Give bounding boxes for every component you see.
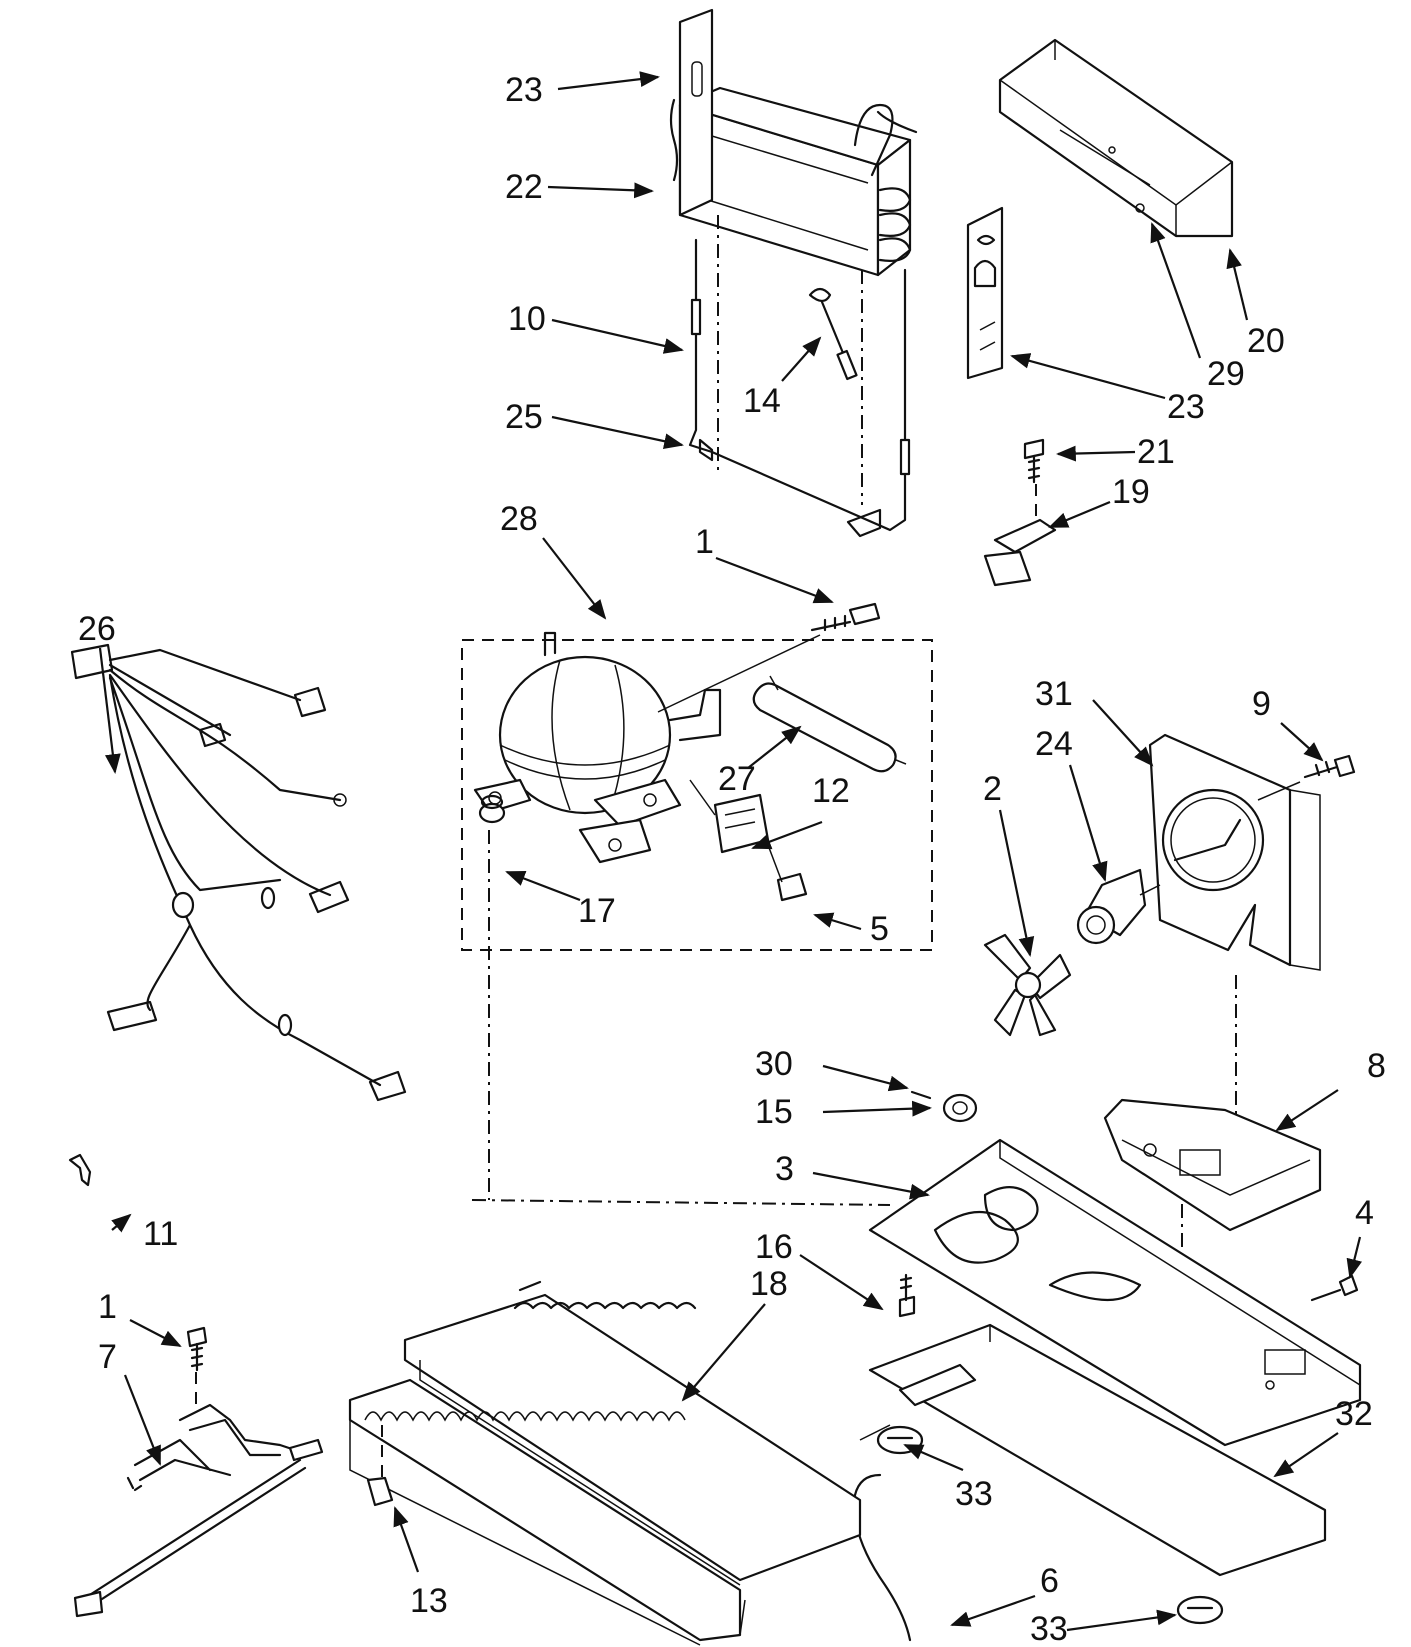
callout-12: 12 — [812, 772, 850, 810]
screw-1-lower — [186, 1326, 208, 1372]
callout-7: 7 — [98, 1338, 117, 1376]
callout-19: 19 — [1112, 473, 1150, 511]
callout-10: 10 — [508, 300, 546, 338]
condenser-clip — [366, 1476, 394, 1507]
callout-9: 9 — [1252, 685, 1271, 723]
drain-line-tube — [853, 1473, 912, 1642]
screw-16 — [898, 1273, 916, 1318]
callout-32: 32 — [1335, 1395, 1373, 1433]
base-plate — [868, 1138, 1362, 1447]
power-cord-harness — [73, 1403, 324, 1618]
leveling-foot-lower — [1176, 1595, 1224, 1625]
callout-5: 5 — [870, 910, 889, 948]
leader-lines — [98, 71, 1363, 1632]
overload-protector — [767, 844, 808, 902]
screw-4 — [1310, 1274, 1359, 1302]
harness-clip-11 — [68, 1153, 92, 1187]
drain-tube — [910, 1090, 932, 1100]
callout-31: 31 — [1035, 675, 1073, 713]
callout-15: 15 — [755, 1093, 793, 1131]
callout-22: 22 — [505, 168, 543, 206]
callout-11: 11 — [143, 1215, 178, 1253]
callout-27: 27 — [718, 760, 756, 798]
callout-13: 13 — [410, 1582, 448, 1620]
callout-4: 4 — [1355, 1194, 1374, 1232]
callout-6: 6 — [1040, 1562, 1059, 1600]
callout-20: 20 — [1247, 322, 1285, 360]
evaporator-assembly — [678, 86, 918, 277]
evaporator-side-bracket-left — [669, 8, 714, 217]
condenser-coil — [348, 1280, 891, 1646]
evaporator-side-bracket-right — [966, 206, 1004, 380]
callout-8: 8 — [1367, 1047, 1386, 1085]
condenser-fan-bracket — [1103, 1098, 1322, 1232]
callout-1-lower: 1 — [98, 1288, 117, 1326]
callout-23-top: 23 — [505, 71, 543, 109]
compressor — [473, 631, 722, 864]
fan-shroud — [1148, 733, 1321, 971]
fan-screw — [1303, 754, 1356, 779]
fan-blade — [983, 933, 1072, 1037]
callout-33-lower: 33 — [1030, 1610, 1068, 1647]
drain-pan — [868, 1323, 1327, 1577]
defrost-thermostat — [808, 287, 858, 381]
callout-17: 17 — [578, 892, 616, 930]
callout-14: 14 — [743, 382, 781, 420]
compressor-mount-grommet — [478, 794, 506, 824]
callout-18: 18 — [750, 1265, 788, 1303]
callout-16: 16 — [755, 1228, 793, 1266]
callout-28: 28 — [500, 500, 538, 538]
callout-21: 21 — [1137, 433, 1175, 471]
callout-1-top: 1 — [695, 523, 714, 561]
callout-3: 3 — [775, 1150, 794, 1188]
callout-23-right: 23 — [1167, 388, 1205, 426]
callout-26: 26 — [78, 610, 116, 648]
mounting-bracket-19 — [983, 518, 1057, 587]
callout-numbers: 23 22 10 14 25 28 1 20 29 23 21 19 26 27… — [78, 71, 1386, 1647]
callout-25: 25 — [505, 398, 543, 436]
callout-2: 2 — [983, 770, 1002, 808]
callout-33-upper: 33 — [955, 1475, 993, 1513]
air-duct-cover — [998, 38, 1234, 238]
callout-30: 30 — [755, 1045, 793, 1083]
callout-29: 29 — [1207, 355, 1245, 393]
screw-21 — [1023, 438, 1045, 484]
wiring-harness — [70, 643, 407, 1102]
filter-drier — [752, 675, 907, 773]
defrost-heater — [688, 238, 911, 538]
evaporator-fan-motor — [1076, 868, 1161, 945]
drain-grommet — [942, 1093, 978, 1123]
callout-24: 24 — [1035, 725, 1073, 763]
screw-1-top — [810, 602, 881, 632]
